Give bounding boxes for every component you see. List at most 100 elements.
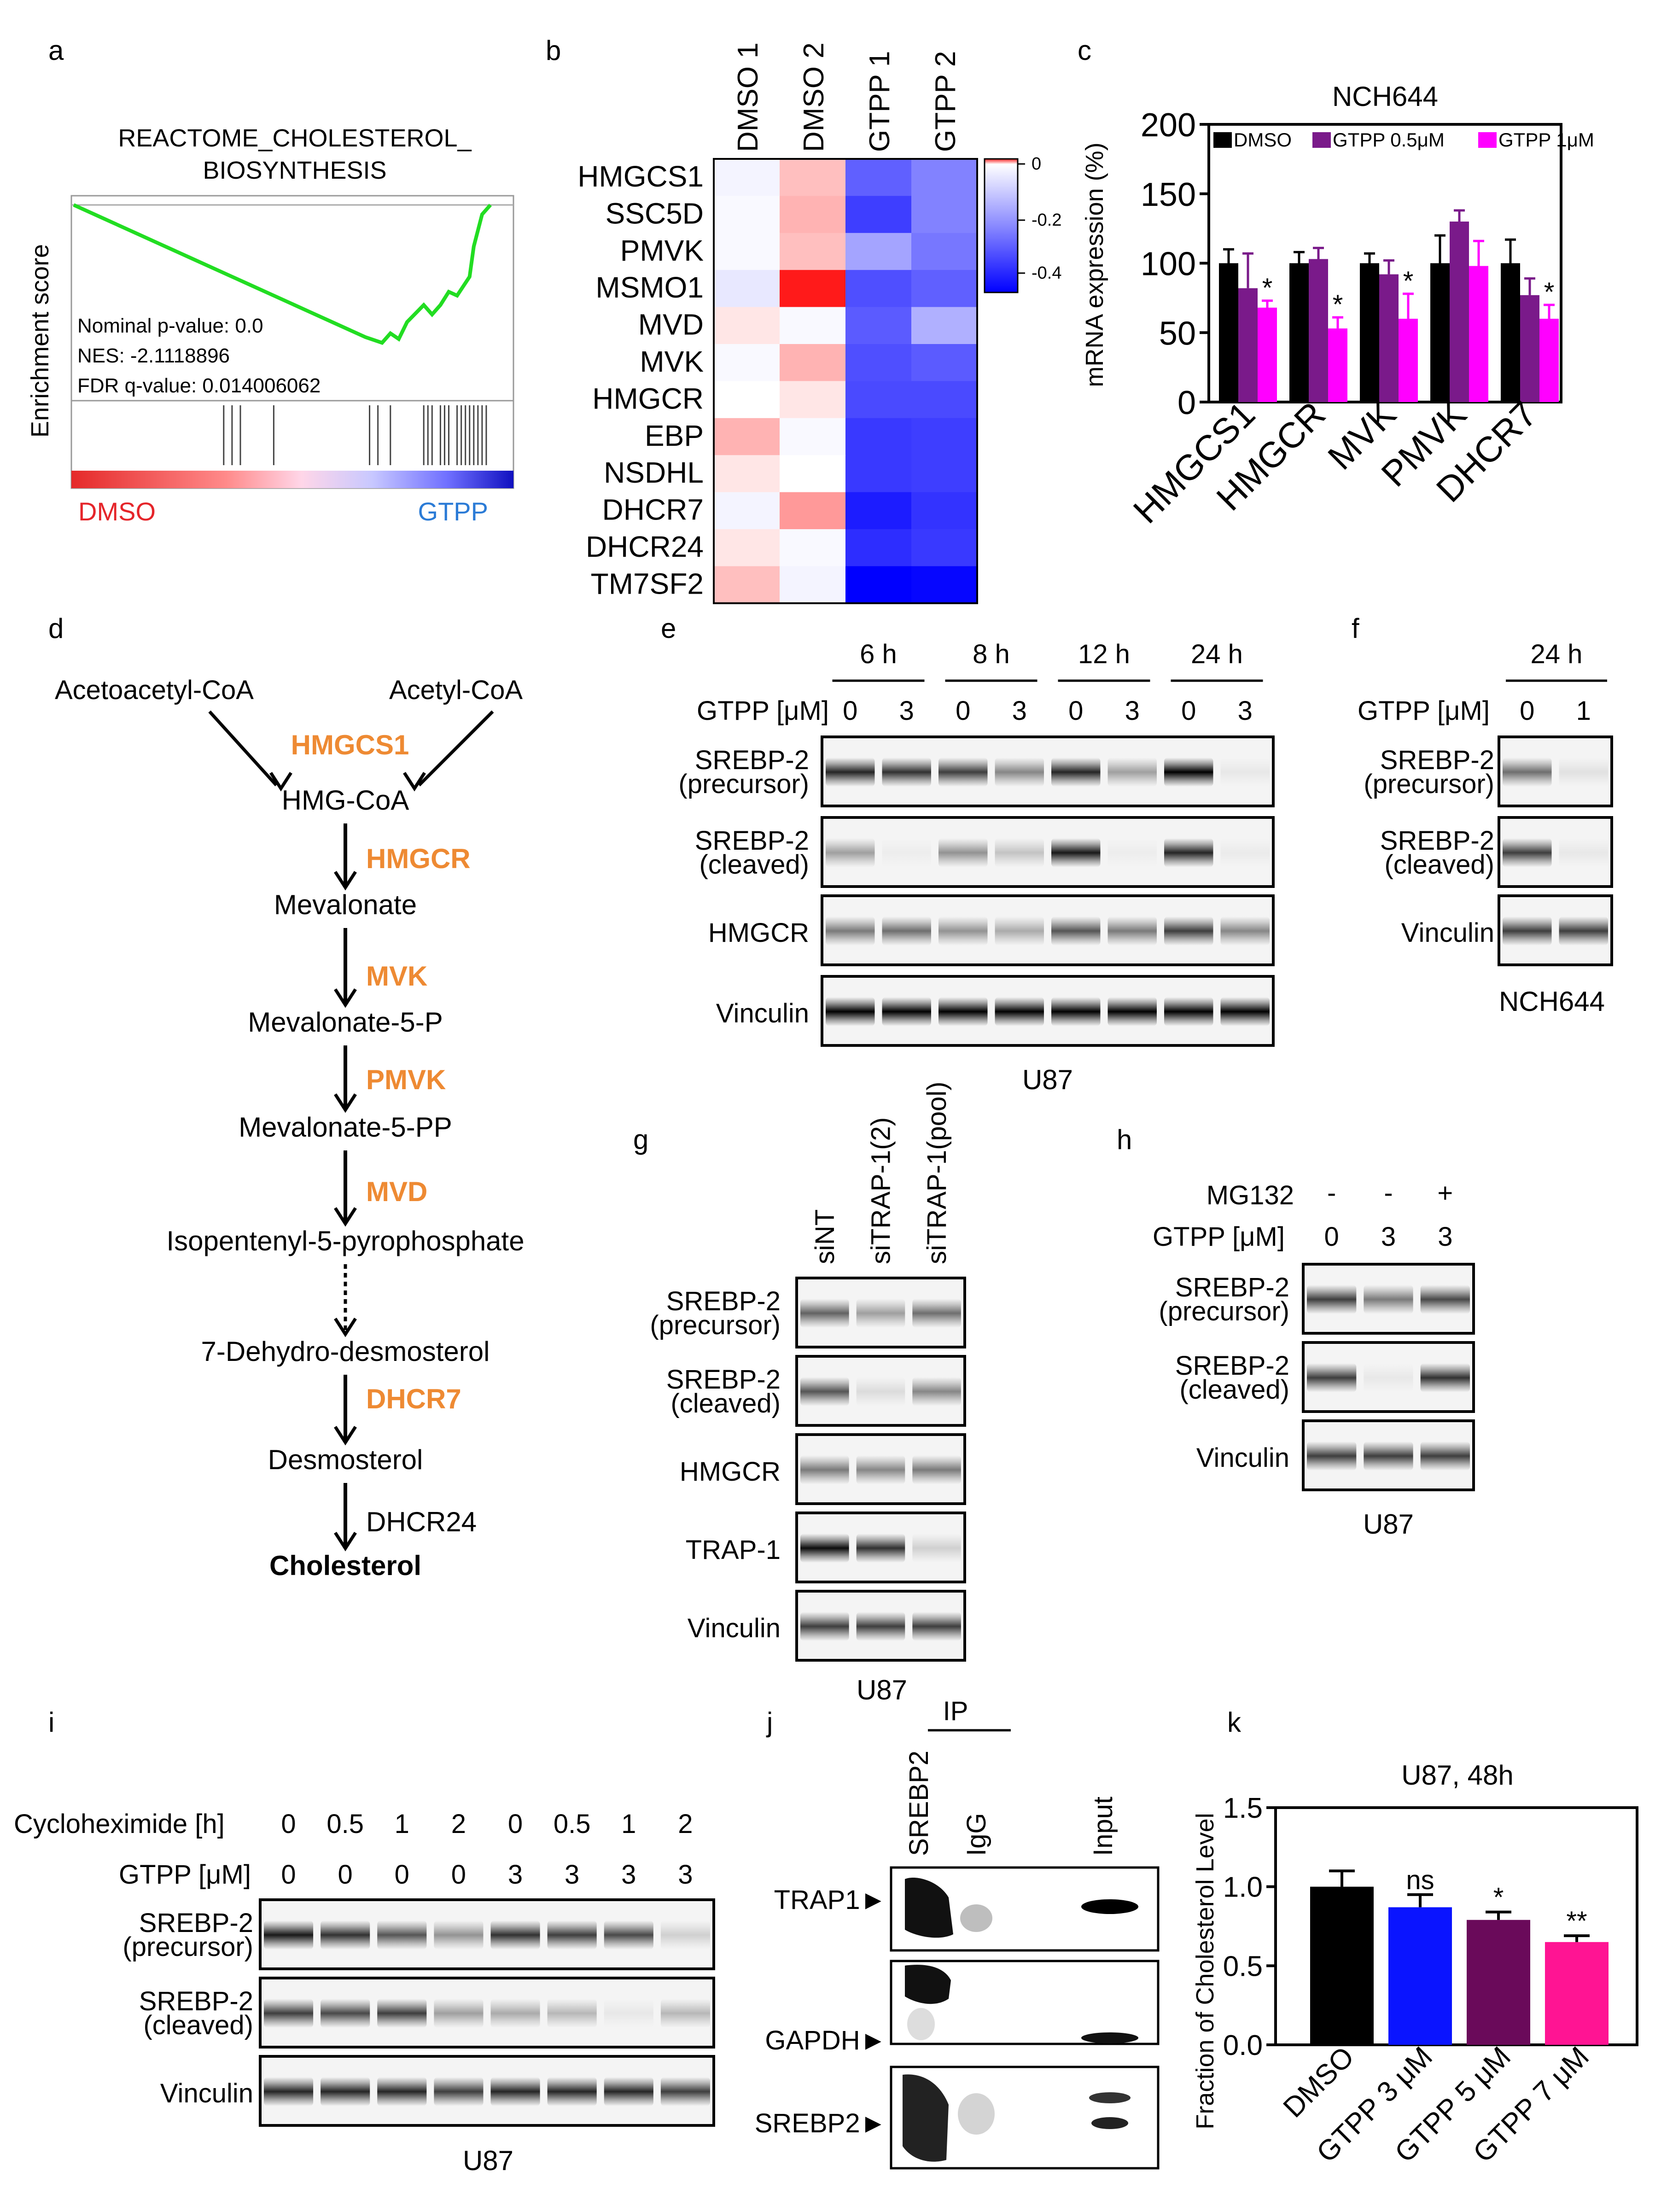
heatmap-cell bbox=[911, 418, 978, 456]
bar-GTPP 5 μM bbox=[1467, 1920, 1530, 2045]
blot-e-row-band bbox=[1220, 838, 1270, 867]
coip-band-srebp2-ip bbox=[903, 2074, 949, 2162]
y-tick-label: 100 bbox=[1141, 246, 1196, 283]
blot-i-row-band bbox=[321, 2077, 370, 2106]
heatmap-cell bbox=[780, 307, 846, 344]
dose-label: 0 bbox=[956, 696, 970, 726]
blot-row-label-sub: (cleaved) bbox=[143, 2010, 253, 2040]
cycloheximide-value: 2 bbox=[678, 1809, 693, 1839]
bar-GTPP 3 μM bbox=[1388, 1907, 1452, 2045]
bar-GTPP 1μM-DHCR7 bbox=[1539, 319, 1559, 402]
dose-label: 0 bbox=[338, 1860, 353, 1890]
blot-i-row-band bbox=[604, 1920, 653, 1949]
bar-DMSO bbox=[1310, 1886, 1374, 2045]
dose-label: 0 bbox=[395, 1860, 409, 1890]
blot-g-row-band bbox=[912, 1377, 961, 1406]
blot-i-row-band bbox=[264, 2077, 314, 2106]
pathway-product: HMG-CoA bbox=[282, 785, 409, 816]
panel-a-gsea: REACTOME_CHOLESTEROL_ BIOSYNTHESIS Enrichm… bbox=[26, 124, 514, 526]
gsea-title-line2: BIOSYNTHESIS bbox=[203, 157, 386, 184]
blot-e-row-band bbox=[995, 758, 1044, 787]
heatmap-cell bbox=[714, 196, 780, 233]
blot-row-label-sub: (precursor) bbox=[678, 769, 809, 799]
blot-e-row-band bbox=[1164, 838, 1213, 867]
gsea-title-line1: REACTOME_CHOLESTEROL_ bbox=[118, 124, 472, 152]
y-tick-label: 200 bbox=[1141, 107, 1196, 144]
heatmap-cell bbox=[714, 418, 780, 456]
panel-letter-d: d bbox=[48, 613, 64, 644]
heatmap-cell bbox=[911, 307, 978, 344]
bar-GTPP 1μM-MVK bbox=[1399, 319, 1418, 402]
heatmap-column-label: GTPP 1 bbox=[864, 51, 896, 152]
bar-GTPP 7 μM bbox=[1545, 1942, 1609, 2045]
panel-letter-b: b bbox=[546, 35, 561, 66]
coip-band-input bbox=[1081, 2032, 1138, 2043]
blot-i-row-band bbox=[547, 2077, 597, 2106]
blot-row-label: TRAP-1 bbox=[686, 1535, 781, 1565]
blot-i-row-band bbox=[321, 1999, 370, 2028]
lane-label: SREBP2 bbox=[904, 1751, 934, 1856]
heatmap-cell bbox=[780, 529, 846, 567]
heatmap-row-label: SSC5D bbox=[606, 197, 704, 230]
blot-row-label: Vinculin bbox=[160, 2078, 253, 2108]
gsea-stat-pvalue: Nominal p-value: 0.0 bbox=[77, 315, 263, 337]
bar-GTPP 1μM-HMGCR bbox=[1328, 328, 1347, 402]
gsea-label-gtpp: GTPP bbox=[418, 497, 488, 526]
blot-e-row-band bbox=[1164, 758, 1213, 787]
heatmap-cell bbox=[845, 381, 912, 419]
cycloheximide-value: 2 bbox=[451, 1809, 466, 1839]
blot-row-label: SREBP-2 bbox=[139, 1986, 253, 2016]
blot-h-row-band bbox=[1364, 1442, 1413, 1471]
blot-f-row-band bbox=[1503, 838, 1552, 867]
heatmap-cell bbox=[845, 492, 912, 530]
heatmap-cell bbox=[780, 196, 846, 233]
blot-row-label: SREBP-2 bbox=[695, 826, 809, 856]
panel-letter-h: h bbox=[1117, 1124, 1132, 1155]
coip-band-input bbox=[1081, 1899, 1138, 1914]
cell-line-label: NCH644 bbox=[1499, 986, 1605, 1017]
blot-g-row-band bbox=[912, 1612, 961, 1641]
significance-mark: * bbox=[1493, 1883, 1504, 1913]
heatmap-cell bbox=[845, 455, 912, 493]
blot-i-row-band bbox=[377, 1999, 427, 2028]
bar-GTPP 0.5μM-HMGCR bbox=[1309, 259, 1328, 402]
heatmap-cell bbox=[845, 566, 912, 604]
dose-label: 0 bbox=[1181, 696, 1196, 726]
y-tick-label: 150 bbox=[1141, 176, 1196, 213]
heatmap-cell bbox=[911, 344, 978, 382]
chart-title: NCH644 bbox=[1332, 81, 1438, 112]
gsea-ylabel: Enrichment score bbox=[26, 244, 54, 438]
significance-star: * bbox=[1333, 290, 1343, 320]
bar-DMSO-PMVK bbox=[1430, 263, 1450, 402]
blot-row-label: SREBP-2 bbox=[695, 745, 809, 775]
heatmap-cell bbox=[911, 529, 978, 567]
blot-i-row-band bbox=[490, 1999, 540, 2028]
blot-e-row-band bbox=[1220, 997, 1270, 1026]
mg132-value: + bbox=[1437, 1178, 1453, 1208]
heatmap-cell bbox=[780, 159, 846, 197]
heatmap-cell bbox=[845, 344, 912, 382]
enzyme-label: PMVK bbox=[366, 1064, 446, 1095]
coip-band-input bbox=[1089, 2092, 1131, 2103]
chart-ylabel: Fraction of Cholesterol Level bbox=[1191, 1813, 1219, 2129]
blot-i-row-band bbox=[490, 2077, 540, 2106]
blot-row-label: SREBP-2 bbox=[666, 1286, 781, 1316]
panel-letter-j: j bbox=[766, 1707, 773, 1738]
blot-g-row-band bbox=[800, 1377, 849, 1406]
cycloheximide-value: 0 bbox=[281, 1809, 296, 1839]
blot-i-row-band bbox=[660, 2077, 710, 2106]
blot-row-label: Vinculin bbox=[716, 998, 809, 1028]
time-label: 12 h bbox=[1078, 639, 1130, 669]
blot-e-row-band bbox=[1108, 838, 1157, 867]
blot-g-row-band bbox=[856, 1377, 905, 1406]
blot-g-row-band bbox=[800, 1612, 849, 1641]
arrow-head bbox=[334, 988, 357, 1008]
arrow-head bbox=[269, 772, 292, 792]
panel-letter-a: a bbox=[48, 35, 64, 66]
colorbar-tick-label: -0.4 bbox=[1032, 263, 1061, 283]
y-tick-label: 0.5 bbox=[1223, 1950, 1263, 1982]
